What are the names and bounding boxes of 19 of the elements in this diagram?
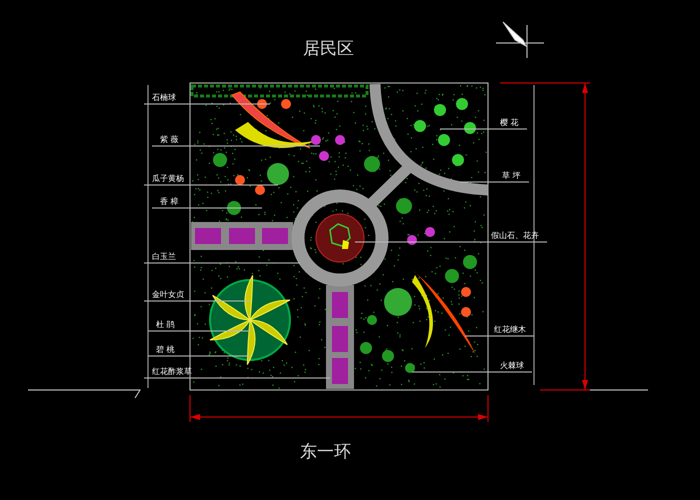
area-name-label: 居民区 (303, 38, 354, 60)
leader-line (148, 330, 250, 332)
plant-label: 白玉兰 (152, 252, 176, 262)
plant-label: 樱 花 (500, 118, 519, 128)
plant-label: 石楠球 (152, 93, 176, 103)
leader-line (440, 128, 528, 130)
plant-label: 紫 薇 (160, 135, 179, 145)
leader-line (144, 262, 300, 264)
plant-label: 杜 鹃 (156, 320, 175, 330)
plant-label: 草 坪 (502, 171, 521, 181)
leader-line (144, 300, 250, 302)
plant-label: 碧 桃 (156, 345, 175, 355)
area-name-label: 东一环 (300, 441, 351, 463)
plant-label: 香 樟 (160, 197, 179, 207)
plant-label: 红花继木 (494, 325, 526, 335)
leader-line (144, 184, 278, 186)
plant-label: 瓜子黄杨 (152, 174, 184, 184)
plant-label: 金叶女贞 (152, 290, 184, 300)
plant-label: 火棘球 (500, 361, 524, 371)
